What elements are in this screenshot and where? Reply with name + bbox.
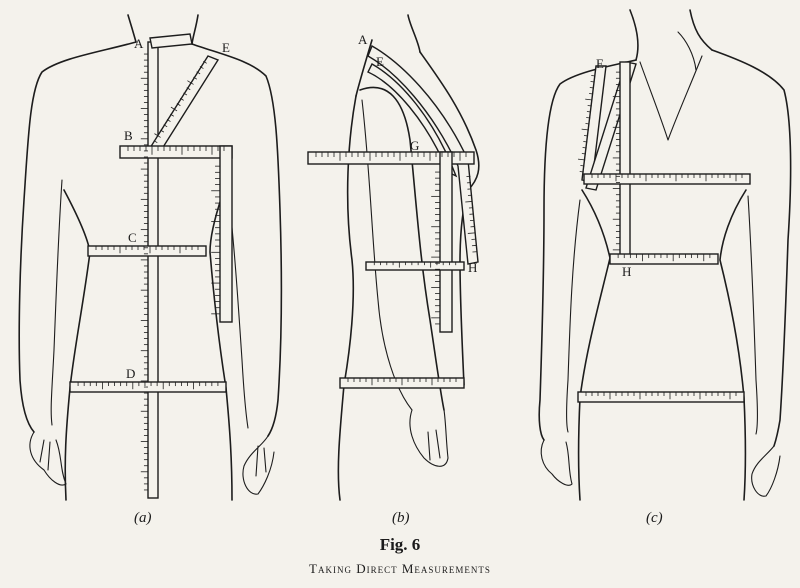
- waist-tape-c: [610, 254, 718, 264]
- point-label-b-h: H: [468, 260, 477, 275]
- point-label-b-g: G: [410, 138, 419, 153]
- panel-label-c: (c): [646, 510, 663, 527]
- point-label-b-e: E: [376, 54, 384, 69]
- point-label-c: C: [128, 230, 137, 245]
- point-label-e: E: [222, 40, 230, 55]
- center-front-tape: [148, 42, 158, 498]
- point-label-a: A: [134, 36, 144, 51]
- panel-b-tapes: [308, 46, 478, 388]
- point-label-c-h: H: [622, 264, 631, 279]
- point-label-c-e: E: [596, 56, 604, 71]
- panel-label-a: (a): [134, 510, 152, 527]
- panel-label-b: (b): [392, 510, 410, 527]
- point-label-b-a: A: [358, 32, 368, 47]
- point-label-b: B: [124, 128, 133, 143]
- point-label-d: D: [126, 366, 135, 381]
- neck-tape: [150, 34, 192, 48]
- side-square-leg: [440, 152, 452, 332]
- bust-square-leg: [220, 146, 232, 322]
- panel-a-tapes: [70, 34, 232, 498]
- figure-title: Fig. 6: [0, 535, 800, 555]
- tape-tick: [465, 201, 472, 202]
- figure-caption: Taking Direct Measurements: [0, 561, 800, 577]
- hip-tape-c: [578, 392, 744, 402]
- tape-tick: [468, 233, 475, 234]
- panel-a-point-labels: A E B C D: [124, 36, 230, 381]
- panel-c-tapes: [578, 62, 750, 402]
- bust-tape: [584, 174, 750, 184]
- front-length-tape-c: [620, 62, 630, 258]
